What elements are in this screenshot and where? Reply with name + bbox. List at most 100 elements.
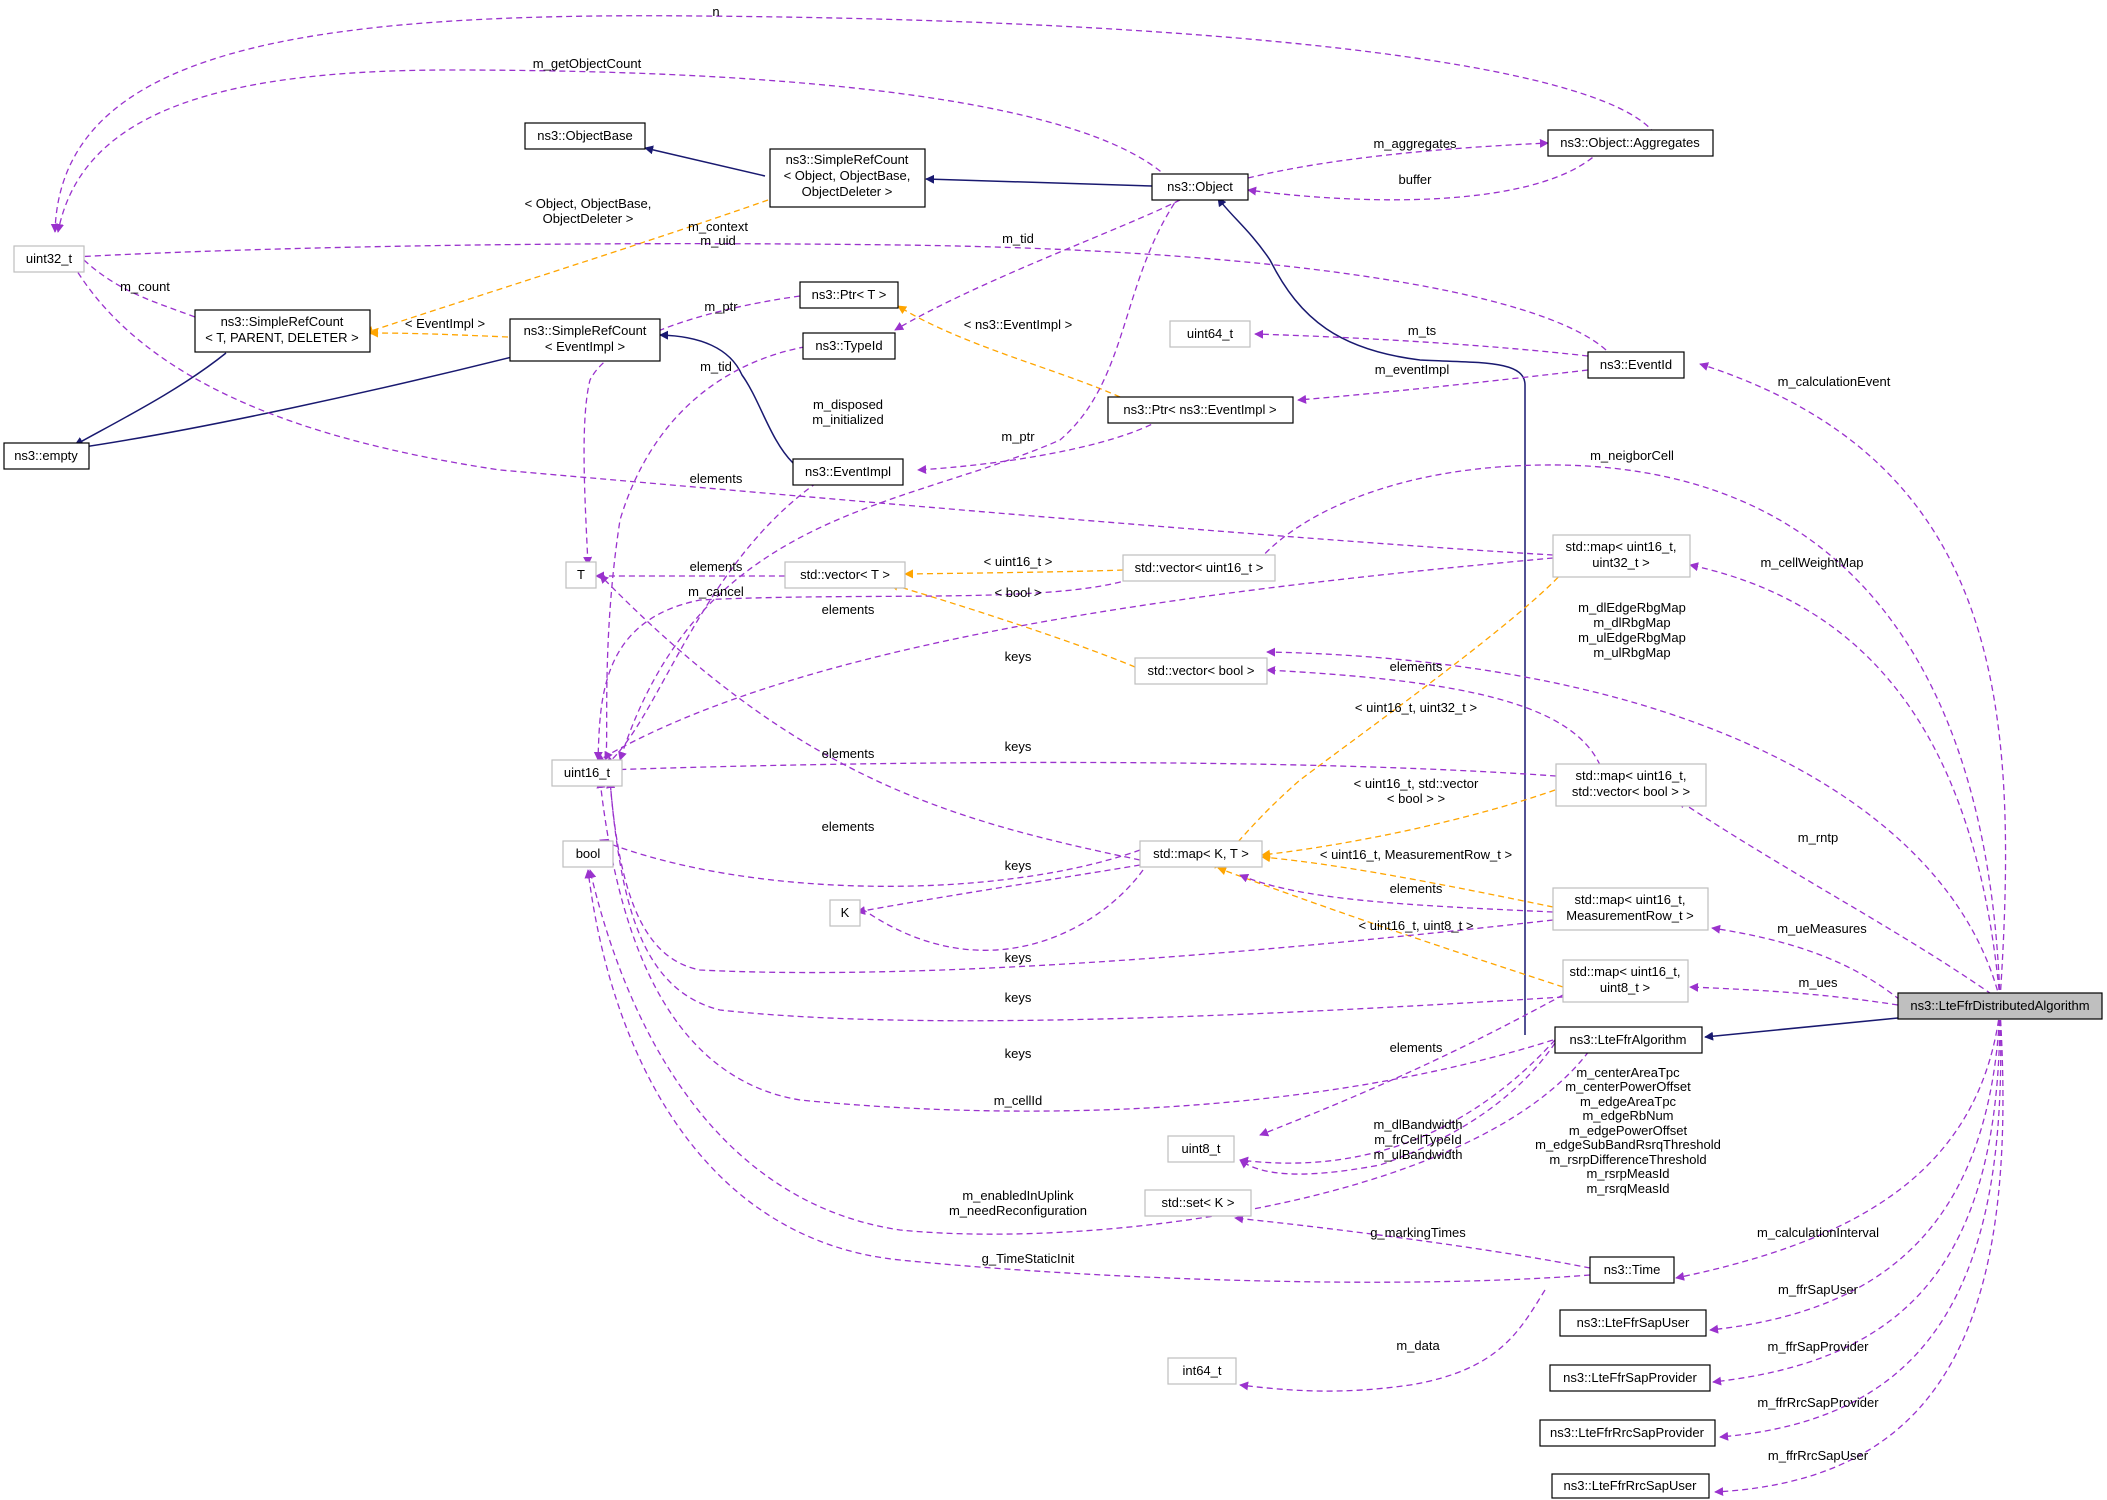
node-k[interactable]: K <box>829 899 861 927</box>
node-map-uint16-uint32[interactable]: std::map< uint16_t,uint32_t > <box>1552 534 1691 578</box>
node-ptr-t[interactable]: ns3::Ptr< T > <box>799 281 899 309</box>
svg-text:ns3::Object::Aggregates: ns3::Object::Aggregates <box>1560 135 1700 150</box>
node-uint16-t[interactable]: uint16_t <box>551 759 623 787</box>
svg-text:ns3::LteFfrRrcSapProvider: ns3::LteFfrRrcSapProvider <box>1550 1425 1705 1440</box>
edge-label-tid-top: m_tid <box>1002 231 1034 246</box>
node-map-uint16-measurement[interactable]: std::map< uint16_t,MeasurementRow_t > <box>1552 887 1709 931</box>
edge-label-tpl-uint16-uint32: < uint16_t, uint32_t > <box>1355 700 1477 715</box>
node-vector-uint16[interactable]: std::vector< uint16_t > <box>1122 554 1276 582</box>
edge-use-ptr-left <box>583 295 801 566</box>
svg-text:uint32_t: uint32_t <box>26 251 73 266</box>
edge-label-tpl-object-line2: ObjectDeleter > <box>543 211 634 226</box>
node-simplerefcount-eventimpl[interactable]: ns3::SimpleRefCount< EventImpl > <box>509 318 661 362</box>
edge-tpl-map-uint16-vector-bool <box>1261 789 1556 859</box>
node-uint8-t[interactable]: uint8_t <box>1167 1135 1235 1163</box>
edge-label-tpl-ns3-eventimpl: < ns3::EventImpl > <box>964 317 1072 332</box>
svg-text:ns3::Time: ns3::Time <box>1604 1262 1661 1277</box>
node-lte-ffr-sap-user[interactable]: ns3::LteFfrSapUser <box>1559 1309 1707 1337</box>
svg-text:T: T <box>577 567 585 582</box>
edge-label-ues: m_ues <box>1798 975 1838 990</box>
node-t[interactable]: T <box>565 561 597 589</box>
edge-label-calculationinterval: m_calculationInterval <box>1757 1225 1879 1240</box>
node-lte-ffr-sap-provider[interactable]: ns3::LteFfrSapProvider <box>1549 1364 1711 1392</box>
svg-text:ns3::SimpleRefCount: ns3::SimpleRefCount <box>221 314 344 329</box>
node-object-aggregates[interactable]: ns3::Object::Aggregates <box>1547 129 1714 157</box>
svg-text:uint64_t: uint64_t <box>1187 326 1234 341</box>
svg-text:int64_t: int64_t <box>1182 1363 1221 1378</box>
edge-label-algorithm-field-9: m_rsrqMeasId <box>1586 1181 1669 1196</box>
edge-label-count: m_count <box>120 279 170 294</box>
node-objectbase[interactable]: ns3::ObjectBase <box>524 122 646 150</box>
svg-text:std::map< uint16_t,: std::map< uint16_t, <box>1566 539 1677 554</box>
edge-use-getobjectcount <box>55 69 1176 233</box>
node-map-uint16-uint8[interactable]: std::map< uint16_t,uint8_t > <box>1562 959 1689 1003</box>
node-lte-ffr-algorithm[interactable]: ns3::LteFfrAlgorithm <box>1554 1026 1703 1054</box>
edge-label-tpl-uint16: < uint16_t > <box>984 554 1053 569</box>
svg-text:ns3::LteFfrRrcSapUser: ns3::LteFfrRrcSapUser <box>1564 1478 1698 1493</box>
node-simplerefcount-tpd[interactable]: ns3::SimpleRefCount< T, PARENT, DELETER … <box>194 309 371 353</box>
svg-text:uint16_t: uint16_t <box>564 765 611 780</box>
svg-text:ns3::TypeId: ns3::TypeId <box>815 338 882 353</box>
edge-label-algorithm-field-1: m_centerAreaTpc <box>1576 1065 1680 1080</box>
node-empty[interactable]: ns3::empty <box>3 442 90 470</box>
svg-text:uint8_t >: uint8_t > <box>1600 980 1650 995</box>
node-time[interactable]: ns3::Time <box>1589 1256 1675 1284</box>
node-int64-t[interactable]: int64_t <box>1167 1357 1237 1385</box>
edge-label-rbg-maps-line2: m_dlRbgMap <box>1593 615 1670 630</box>
node-vector-bool[interactable]: std::vector< bool > <box>1134 657 1268 685</box>
svg-text:std::vector< bool >: std::vector< bool > <box>1148 663 1255 678</box>
edge-use-ffrsapuser <box>1709 1009 2001 1334</box>
edge-label-ts: m_ts <box>1408 323 1437 338</box>
node-eventimpl[interactable]: ns3::EventImpl <box>792 458 904 486</box>
edge-use-elements-e <box>599 574 1141 861</box>
node-uint32-t[interactable]: uint32_t <box>13 245 85 273</box>
node-typeid[interactable]: ns3::TypeId <box>802 332 896 360</box>
edge-label-elements-g: elements <box>1390 881 1443 896</box>
edge-label-tpl-measurement: < uint16_t, MeasurementRow_t > <box>1320 847 1512 862</box>
edge-use-disposed-initialized <box>618 194 1181 761</box>
node-eventid[interactable]: ns3::EventId <box>1587 351 1685 379</box>
svg-text:ns3::LteFfrSapProvider: ns3::LteFfrSapProvider <box>1563 1370 1697 1385</box>
edge-label-ffrrrcsapprovider: m_ffrRrcSapProvider <box>1757 1395 1879 1410</box>
node-lte-ffr-distributed-algorithm[interactable]: ns3::LteFfrDistributedAlgorithm <box>1897 992 2103 1020</box>
edge-label-keys-f: keys <box>1005 1046 1032 1061</box>
edge-tpl-simplerefcount-eventimpl <box>369 328 509 338</box>
node-map-uint16-vector-bool[interactable]: std::map< uint16_t,std::vector< bool > > <box>1555 763 1707 807</box>
node-lte-ffr-rrc-sap-user[interactable]: ns3::LteFfrRrcSapUser <box>1551 1473 1710 1499</box>
node-map-k-t[interactable]: std::map< K, T > <box>1139 840 1263 868</box>
node-simplerefcount-object[interactable]: ns3::SimpleRefCount< Object, ObjectBase,… <box>769 148 926 208</box>
edge-label-rbg-maps-line1: m_dlEdgeRbgMap <box>1578 600 1686 615</box>
svg-text:ns3::EventImpl: ns3::EventImpl <box>805 464 891 479</box>
svg-text:uint32_t >: uint32_t > <box>1592 555 1649 570</box>
edge-inherit-simplerefcount-object <box>925 174 1153 187</box>
edge-use-tid-mid <box>604 344 816 761</box>
svg-text:MeasurementRow_t >: MeasurementRow_t > <box>1566 908 1694 923</box>
edge-label-algorithm-field-3: m_edgeAreaTpc <box>1580 1094 1677 1109</box>
edge-label-algorithm-field-7: m_rsrpDifferenceThreshold <box>1549 1152 1706 1167</box>
edge-use-context-uid <box>74 243 1614 358</box>
edge-tpl-map-uint16-uint32 <box>1214 569 1566 869</box>
edge-use-uemeasures <box>1711 924 1901 1001</box>
svg-text:ns3::LteFfrSapUser: ns3::LteFfrSapUser <box>1577 1315 1690 1330</box>
node-vector-t[interactable]: std::vector< T > <box>784 561 906 589</box>
edge-label-enabled-line1: m_enabledInUplink <box>962 1188 1074 1203</box>
node-uint64-t[interactable]: uint64_t <box>1169 320 1251 348</box>
svg-text:std::map< uint16_t,: std::map< uint16_t, <box>1575 892 1686 907</box>
edge-inherit-empty-2 <box>76 354 521 452</box>
svg-text:ns3::empty: ns3::empty <box>14 448 78 463</box>
svg-text:ns3::EventId: ns3::EventId <box>1600 357 1672 372</box>
edge-label-eventimpl: m_eventImpl <box>1375 362 1450 377</box>
edge-label-algorithm-field-8: m_rsrpMeasId <box>1586 1166 1669 1181</box>
edge-use-enabled-fields <box>587 869 1601 1235</box>
edge-label-markingtimes: g_markingTimes <box>1370 1225 1466 1240</box>
edge-label-timestaticinit: g_TimeStaticInit <box>982 1251 1075 1266</box>
node-bool[interactable]: bool <box>562 840 614 868</box>
edge-label-context-uid-line1: m_context <box>688 219 748 234</box>
node-set-k[interactable]: std::set< K > <box>1144 1189 1252 1217</box>
svg-text:ns3::Ptr< ns3::EventImpl >: ns3::Ptr< ns3::EventImpl > <box>1123 402 1276 417</box>
node-lte-ffr-rrc-sap-provider[interactable]: ns3::LteFfrRrcSapProvider <box>1539 1419 1716 1447</box>
node-object[interactable]: ns3::Object <box>1151 173 1249 201</box>
node-ptr-eventimpl[interactable]: ns3::Ptr< ns3::EventImpl > <box>1107 396 1294 424</box>
edge-label-enabled-line2: m_needReconfiguration <box>949 1203 1087 1218</box>
edge-use-timestaticinit <box>584 869 1591 1283</box>
